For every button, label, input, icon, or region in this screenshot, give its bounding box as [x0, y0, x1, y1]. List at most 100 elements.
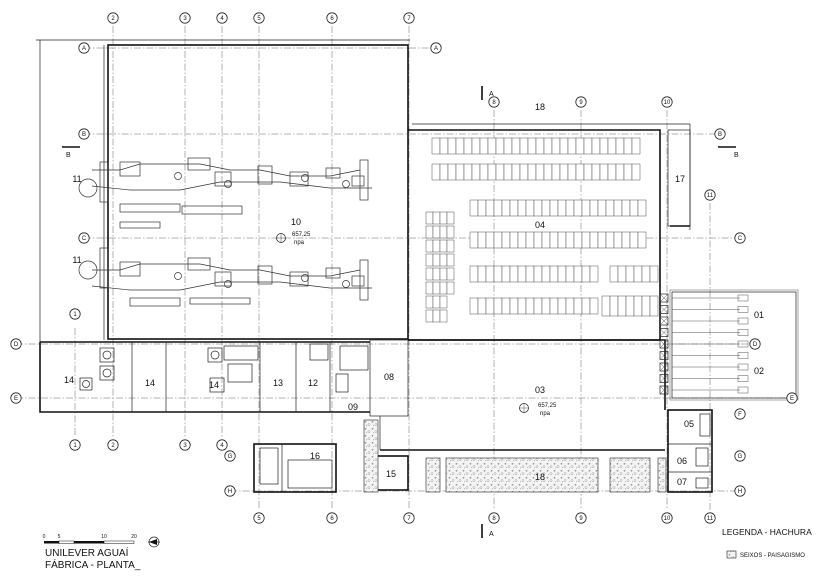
rack-cell: [637, 231, 647, 249]
legend-item-gravel: SEIXOS - PAISAGISMO: [740, 553, 805, 559]
rack-cell: [527, 137, 537, 155]
rack-cell: [637, 199, 647, 217]
rack-cell: [599, 163, 609, 181]
rack-cell: [439, 295, 448, 309]
room-label-08: 08: [384, 372, 394, 382]
rack-cell: [573, 297, 583, 315]
rack-cell: [511, 163, 521, 181]
room-label-09: 09: [348, 402, 358, 412]
svg-text:E: E: [14, 396, 18, 402]
dock-door-mark: [659, 351, 669, 360]
rack-cell: [432, 267, 441, 281]
rack-cell: [557, 231, 567, 249]
rack-cell: [605, 231, 615, 249]
machine-unit: [351, 175, 365, 187]
rack-cell: [479, 137, 489, 155]
rack-cell: [641, 265, 651, 283]
rack-cell: [493, 199, 503, 217]
rack-cell: [439, 239, 448, 253]
grid-bubble-col-bottom: 3: [179, 439, 191, 451]
machine-unit: [359, 159, 369, 201]
grid-bubble-row-left: G: [224, 450, 236, 462]
svg-text:5: 5: [257, 16, 261, 22]
rack-cell: [446, 267, 455, 281]
dock-door-mark: [659, 328, 669, 337]
grid-bubble-col-top: 1: [69, 308, 81, 320]
rack-cell: [485, 199, 495, 217]
rack-cell: [432, 225, 441, 239]
svg-text:7: 7: [407, 516, 411, 522]
rack-cell: [623, 163, 633, 181]
rack-cell: [649, 265, 659, 283]
rack-cell: [613, 231, 623, 249]
room-label-06: 06: [677, 456, 687, 466]
svg-text:9: 9: [579, 100, 583, 106]
rack-cell: [623, 137, 633, 155]
level-03-label: npa: [540, 411, 551, 417]
rack-cell: [439, 309, 448, 323]
rack-cell: [581, 297, 591, 315]
grid-bubble-col-top: 6: [326, 12, 338, 24]
rack-cell: [439, 163, 449, 181]
grid-bubble-row-right: B: [714, 128, 726, 140]
rack-cell: [617, 295, 627, 317]
rack-cell: [609, 265, 619, 283]
legend-title: LEGENDA - HACHURA: [722, 527, 812, 537]
svg-text:8: 8: [492, 516, 496, 522]
rack-cell: [549, 297, 559, 315]
rack-cell: [525, 265, 535, 283]
building-outline: [36, 39, 799, 493]
dock-door: [659, 339, 669, 349]
svg-text:9: 9: [579, 516, 583, 522]
svg-text:G: G: [738, 454, 743, 460]
rack-cell: [425, 211, 434, 225]
rack-cell: [535, 163, 545, 181]
tank-unit: [301, 274, 309, 282]
rack-cell: [581, 231, 591, 249]
rack-cell: [446, 253, 455, 267]
rack-cell: [495, 137, 505, 155]
rack-cell: [551, 137, 561, 155]
rack-cell: [487, 137, 497, 155]
rack-cell: [575, 137, 585, 155]
rack-cell: [597, 231, 607, 249]
rack-cell: [535, 137, 545, 155]
rack-cell: [575, 163, 585, 181]
rack-cell: [446, 239, 455, 253]
svg-text:C: C: [738, 236, 743, 242]
rack-cell: [559, 137, 569, 155]
rack-cell: [543, 137, 553, 155]
svg-text:2: 2: [111, 443, 115, 449]
dock-door-mark: [659, 362, 669, 372]
rack-cell: [431, 163, 441, 181]
rack-cell: [613, 199, 623, 217]
rack-cell: [495, 163, 505, 181]
rack-cell: [629, 231, 639, 249]
room-labels: 01 02 03 04 05 06 07 08 09 10 11 11 12 1…: [64, 102, 764, 487]
north-arrow-icon: [148, 536, 160, 548]
rack-cell: [525, 199, 535, 217]
dock-door: [659, 362, 669, 372]
tank-unit: [224, 280, 232, 288]
rack-cell: [432, 309, 441, 323]
rack-cell: [517, 297, 527, 315]
rack-cell: [525, 297, 535, 315]
rack-cell: [559, 163, 569, 181]
rack-cell: [501, 265, 511, 283]
rack-cell: [501, 297, 511, 315]
machine-unit: [359, 259, 369, 301]
grid-bubble-col-top: 2: [107, 12, 119, 24]
rack-cell: [573, 199, 583, 217]
client-name: UNILEVER AGUAÍ: [45, 548, 129, 559]
rack-cell: [525, 231, 535, 249]
machine-unit: [289, 271, 309, 287]
rack-cell: [432, 211, 441, 225]
dock-door-mark: [659, 305, 669, 314]
room-fixtures: [79, 343, 711, 489]
svg-text:D: D: [14, 342, 19, 348]
rack-cell: [649, 295, 659, 317]
sheet-name: FÁBRICA - PLANTA_: [45, 560, 141, 571]
svg-text:D: D: [753, 342, 758, 348]
grid-bubble-row-left: H: [224, 485, 236, 497]
grid-bubble-row-right: E: [786, 392, 798, 404]
